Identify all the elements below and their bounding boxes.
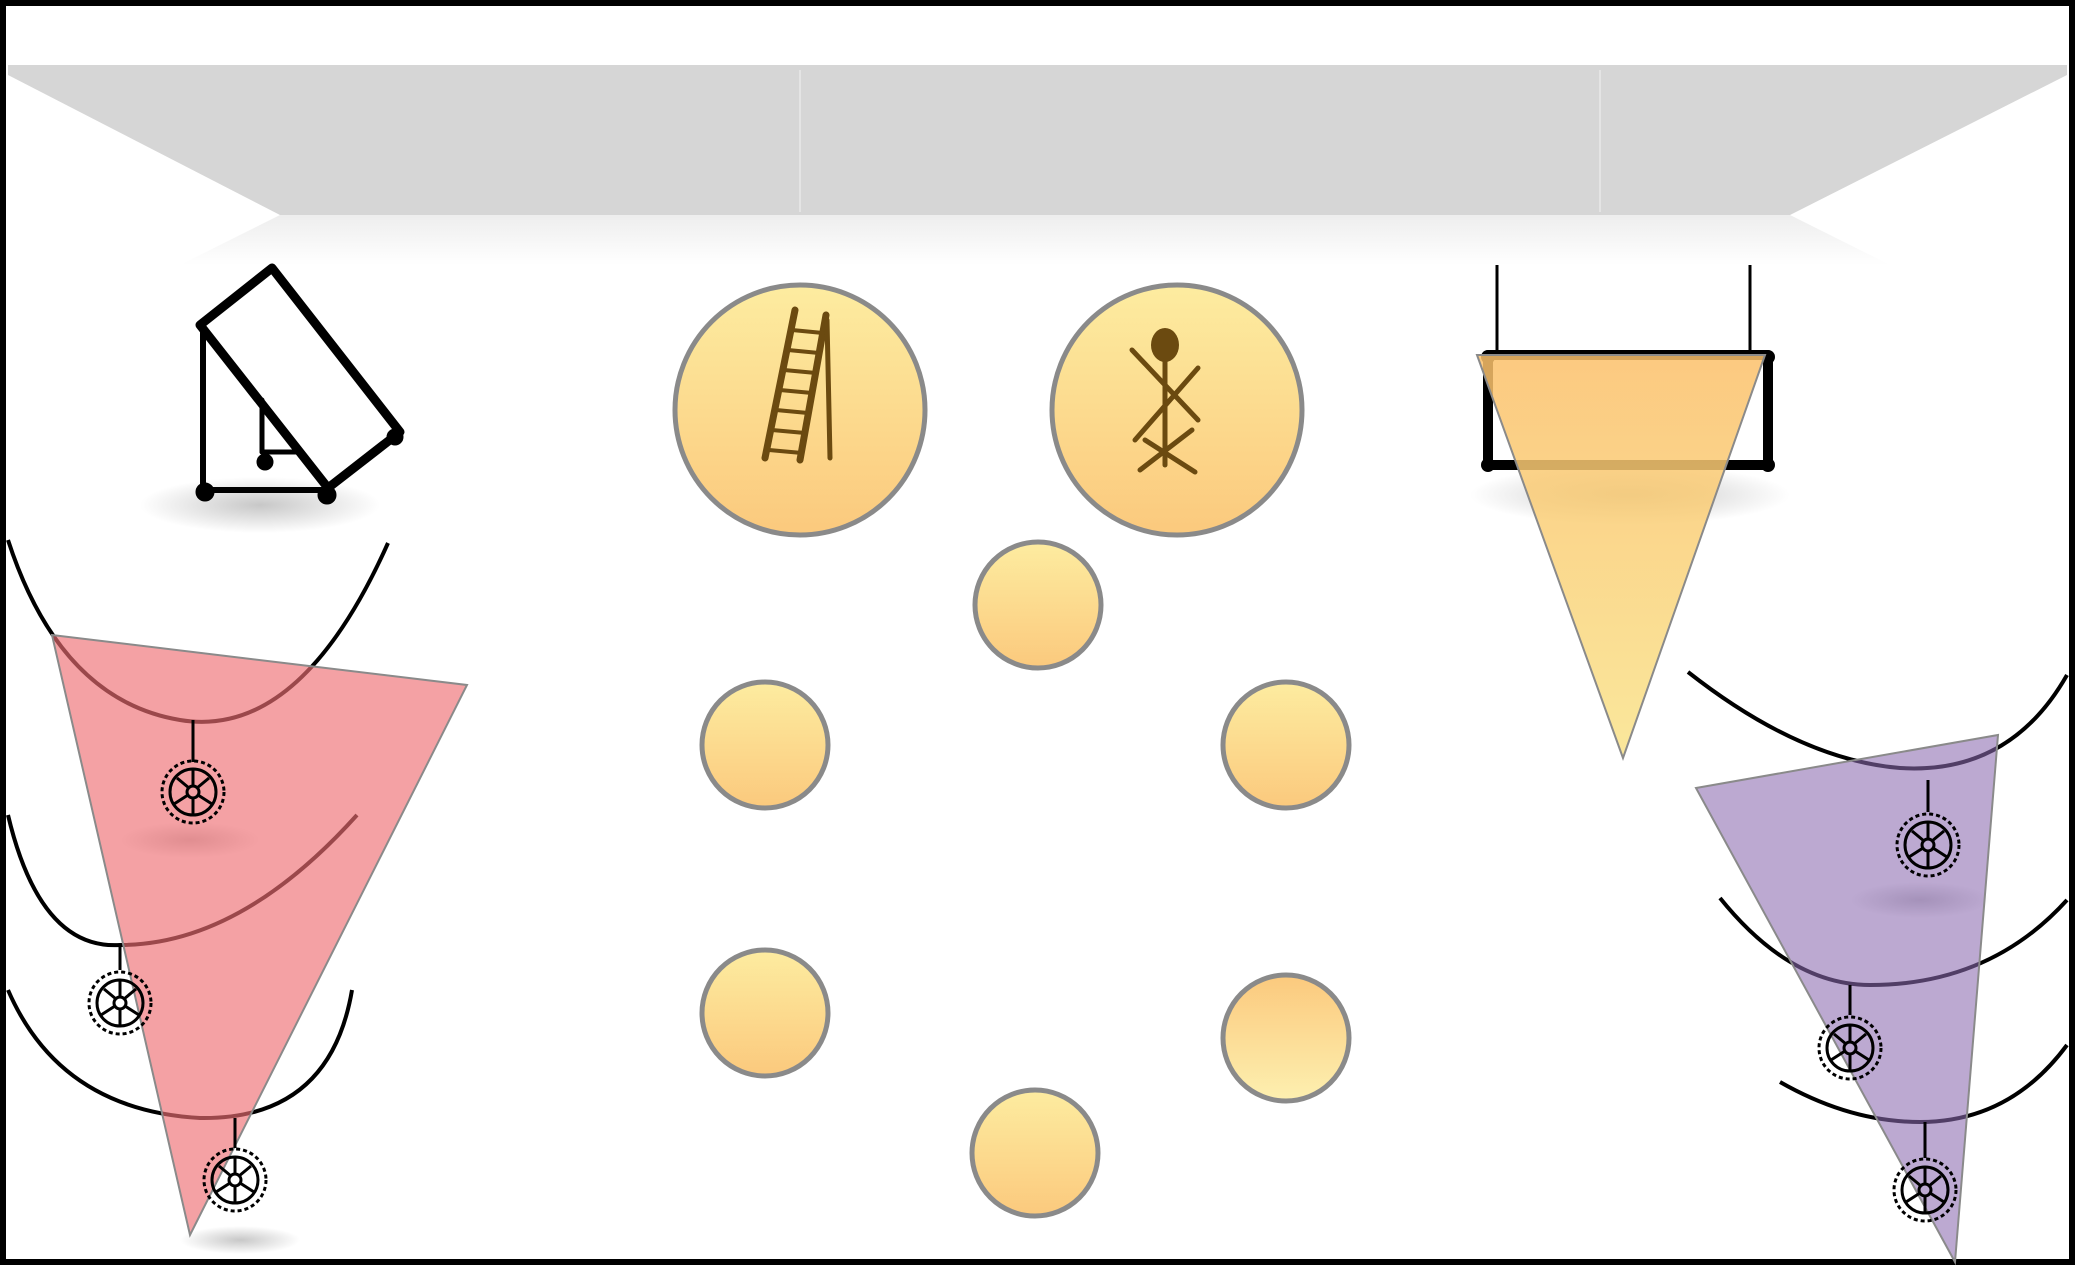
small-disc [702,950,828,1076]
ladder-disc [675,285,925,535]
small-disc [702,682,828,808]
small-disc [972,1090,1098,1216]
figure-disc [1052,285,1302,535]
ceiling-panel [8,65,2067,265]
small-disc [1223,975,1349,1101]
small-disc [975,542,1101,668]
small-disc [1223,682,1349,808]
